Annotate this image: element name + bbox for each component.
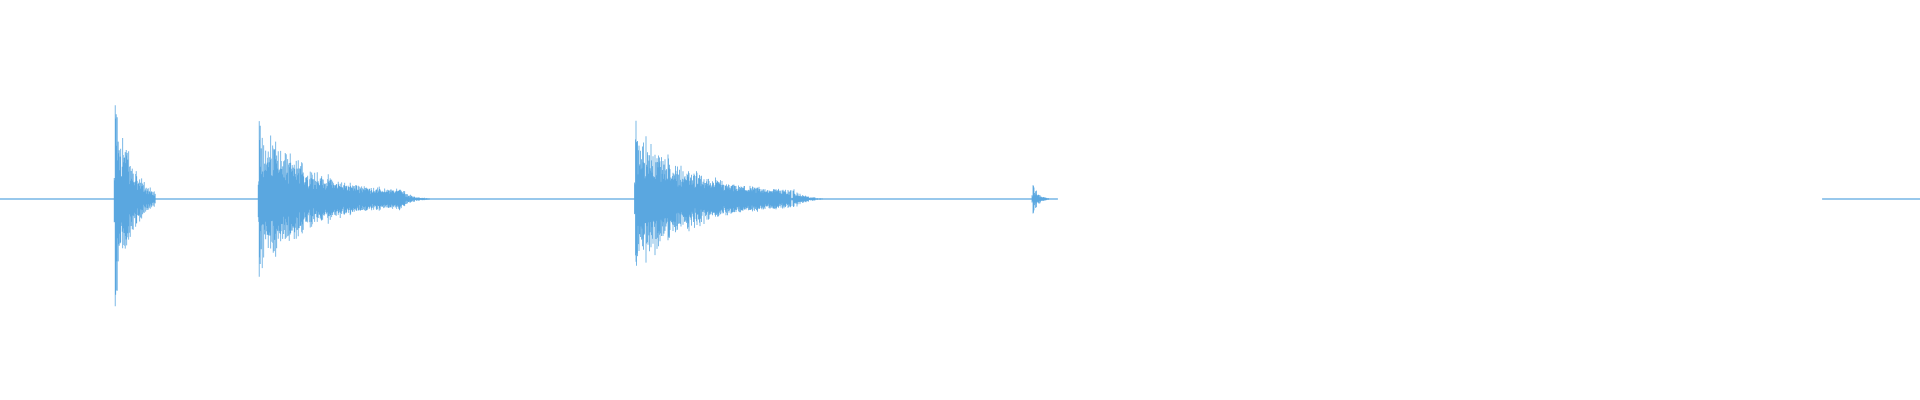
waveform-burst-2: [634, 120, 792, 266]
waveform-transient-1: [113, 105, 156, 307]
waveform-signal-group: [113, 105, 1049, 307]
waveform-tail-blip-2: [791, 189, 823, 207]
waveform-click-1: [1031, 185, 1049, 214]
waveform-tail-blip-1: [398, 189, 430, 211]
waveform-burst-1: [257, 121, 406, 277]
